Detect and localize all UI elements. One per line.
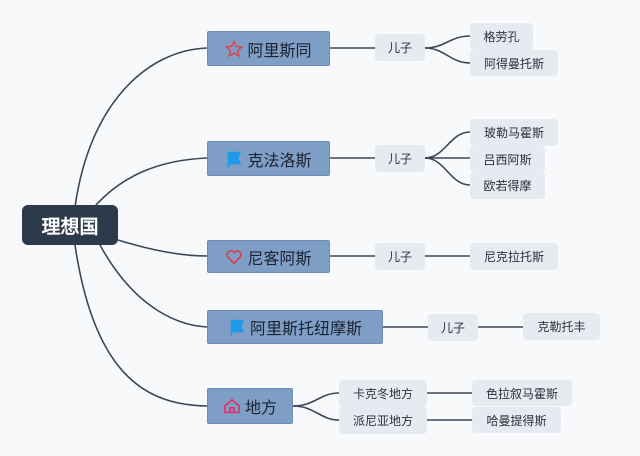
home-icon [223,397,241,415]
branch-node-aristonymos[interactable]: 阿里斯托纽摩斯 [207,310,383,344]
branch-label: 地方 [244,398,277,417]
flag-icon [228,318,246,336]
place-node[interactable]: 派尼亚地方 [339,407,427,434]
son-node[interactable]: 儿子 [375,243,425,270]
branch-node-nikias[interactable]: 尼客阿斯 [207,240,330,273]
place-node[interactable]: 卡克冬地方 [339,380,427,407]
flag-icon [225,150,243,168]
heart-icon [225,248,243,266]
leaf-node[interactable]: 格劳孔 [470,23,533,50]
son-node[interactable]: 儿子 [428,314,478,341]
branch-label: 尼客阿斯 [247,248,312,268]
leaf-node[interactable]: 阿得曼托斯 [470,50,558,76]
branch-node-places[interactable]: 地方 [207,388,293,424]
star-icon [225,39,244,58]
leaf-node[interactable]: 哈曼提得斯 [472,407,561,433]
leaf-node[interactable]: 尼克拉托斯 [470,243,558,270]
leaf-node[interactable]: 玻勒马霍斯 [470,119,558,146]
leaf-node[interactable]: 吕西阿斯 [470,146,545,172]
branch-label: 阿里斯同 [247,40,312,60]
branch-label: 克法洛斯 [247,150,312,170]
branch-node-kephalos[interactable]: 克法洛斯 [207,141,330,176]
branch-node-aristo[interactable]: 阿里斯同 [207,31,330,66]
leaf-node[interactable]: 欧若得摩 [470,172,545,199]
leaf-node[interactable]: 克勒托丰 [523,313,600,340]
branch-label: 阿里斯托纽摩斯 [249,319,362,338]
son-node[interactable]: 儿子 [375,145,425,172]
root-node[interactable]: 理想国 [22,205,118,245]
son-node[interactable]: 儿子 [375,34,425,61]
leaf-node[interactable]: 色拉叙马霍斯 [472,380,572,406]
